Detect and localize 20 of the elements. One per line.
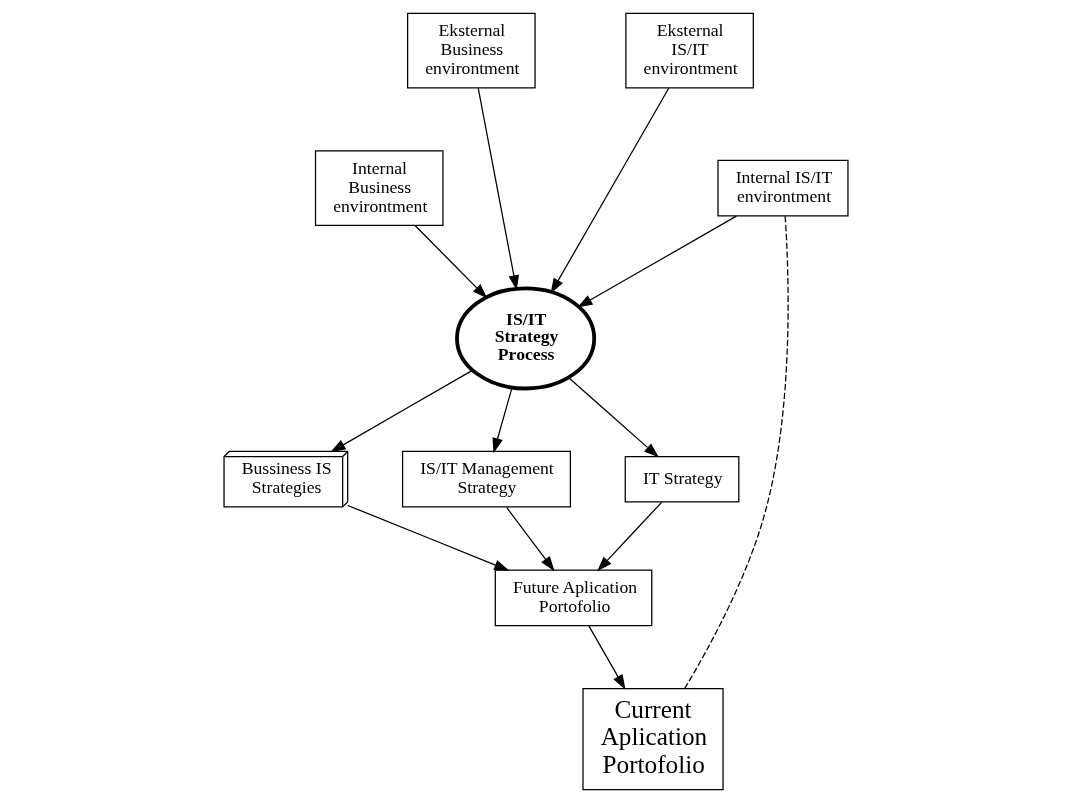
arrow [576, 215, 737, 308]
connector [683, 215, 789, 689]
node-box: Eksternal Business environtment [406, 12, 536, 89]
arrow [567, 377, 659, 458]
node-box: IS/IT Management Strategy [401, 450, 571, 508]
node-box: Internal IS/IT environtment [716, 159, 849, 217]
arrow [492, 387, 513, 454]
node-box: Current Aplication Portofolio [581, 688, 724, 791]
arrow [596, 501, 662, 572]
node-box: Internal Business environtment [314, 150, 444, 226]
node-box: Eksternal IS/IT environtment [624, 12, 754, 89]
arrow [505, 506, 555, 572]
node-box: IT Strategy [624, 455, 739, 503]
node-box: Future Aplication Portofolio [494, 569, 652, 627]
arrow [587, 625, 625, 690]
arrow [477, 87, 519, 291]
arrow [346, 504, 509, 571]
arrow [550, 87, 669, 294]
arrow [329, 369, 473, 453]
arrow [413, 224, 487, 299]
